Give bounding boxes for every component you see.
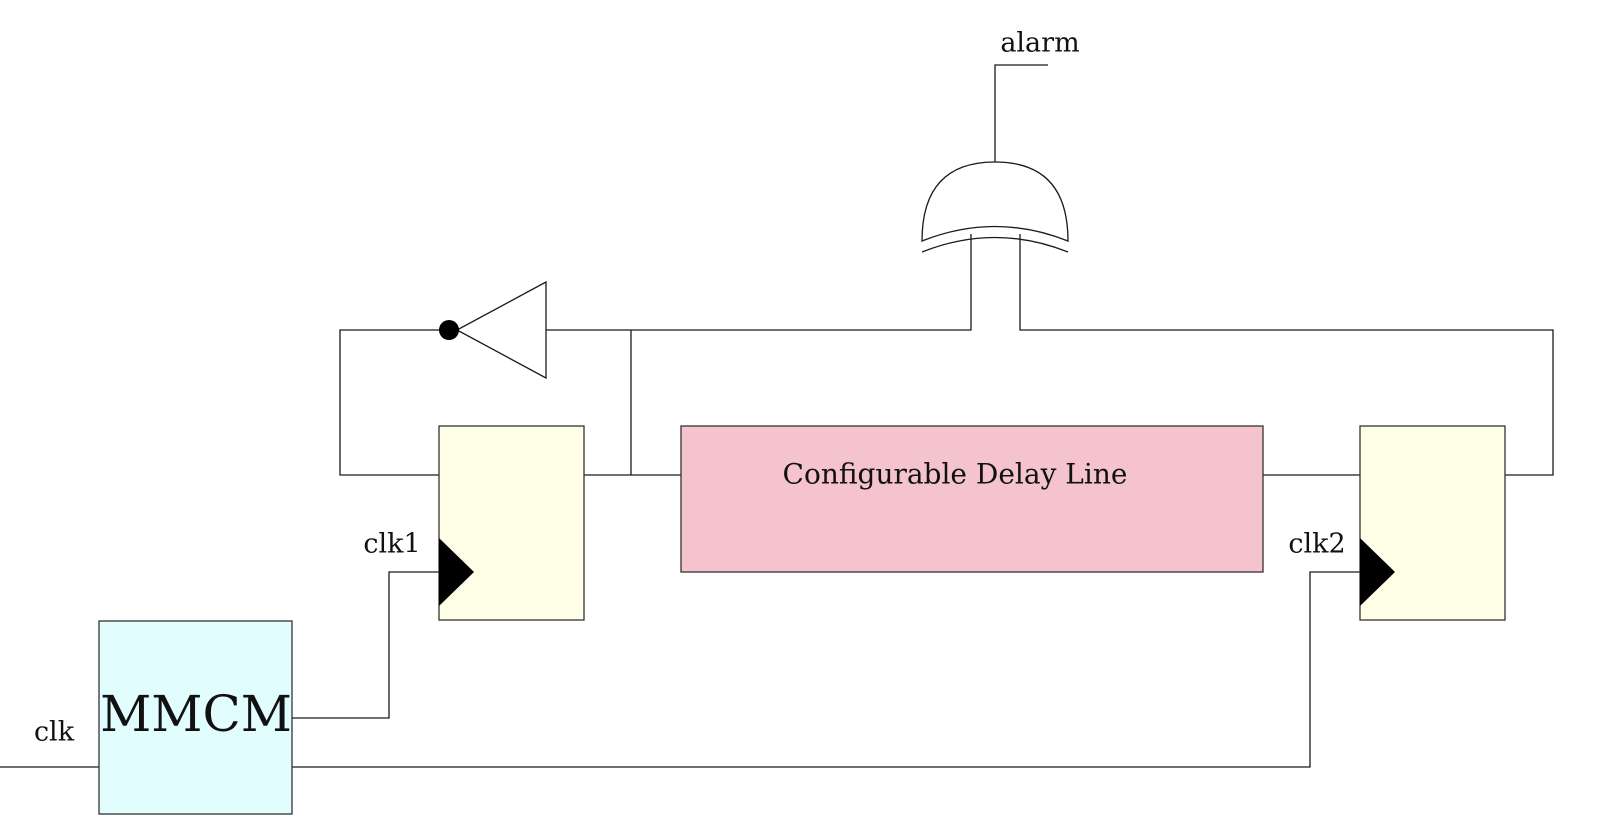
wire-inverter-feedback (339, 329, 440, 476)
clk-label: clk (34, 717, 75, 748)
mmcm-label: MMCM (100, 685, 292, 743)
inverter-bubble-icon (439, 320, 459, 340)
inverter-triangle-icon (455, 280, 547, 380)
clock-edge-icon (1360, 538, 1395, 606)
xor-gate (921, 161, 1069, 253)
wire-xor-left-input (631, 234, 972, 331)
mmcm-box (98, 620, 293, 815)
xor-gate-input-arc-icon (921, 236, 1069, 253)
clk1-label: clk1 (363, 529, 420, 560)
clock-edge-icon (439, 538, 474, 606)
mmcm-block: MMCM (98, 620, 293, 815)
flip-flop-1-box (438, 425, 585, 621)
flip-flop-2-box (1359, 425, 1506, 621)
delay-line-block: Configurable Delay Line (680, 425, 1264, 573)
alarm-label: alarm (1000, 28, 1079, 59)
flip-flop-1 (438, 425, 585, 621)
clk2-label: clk2 (1288, 529, 1345, 560)
wire-alarm-output (994, 64, 1048, 162)
flip-flop-2 (1359, 425, 1506, 621)
wire-clk2 (292, 571, 1360, 768)
delay-line-box (680, 425, 1264, 573)
wire-xor-right-input (1019, 234, 1554, 476)
xor-gate-body-icon (921, 161, 1069, 242)
inverter-gate (439, 280, 547, 380)
delay-line-label: Configurable Delay Line (783, 458, 1128, 491)
wire-clk1 (292, 571, 440, 719)
wires (0, 64, 1554, 768)
